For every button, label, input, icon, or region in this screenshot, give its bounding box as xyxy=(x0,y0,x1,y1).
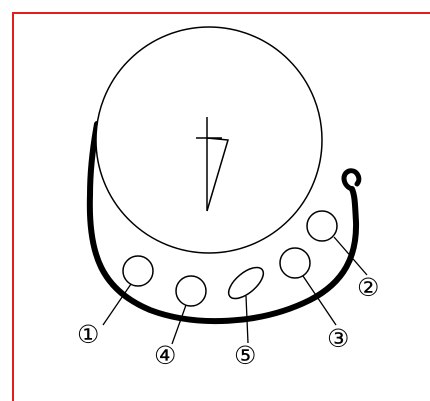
main-disc xyxy=(96,27,322,253)
callout-label-5: ⑤ xyxy=(234,341,256,370)
leader-line-2 xyxy=(334,237,367,275)
leader-line-4 xyxy=(172,305,186,344)
part-1-circle xyxy=(123,256,153,286)
part-4-circle xyxy=(176,276,206,306)
part-3-circle xyxy=(280,248,310,278)
callout-label-1: ① xyxy=(77,320,99,349)
callout-label-4: ④ xyxy=(154,341,176,370)
arm-curl xyxy=(344,171,359,189)
callout-label-3: ③ xyxy=(327,324,349,353)
callout-label-2: ② xyxy=(357,273,379,302)
part-2-circle xyxy=(307,211,337,241)
